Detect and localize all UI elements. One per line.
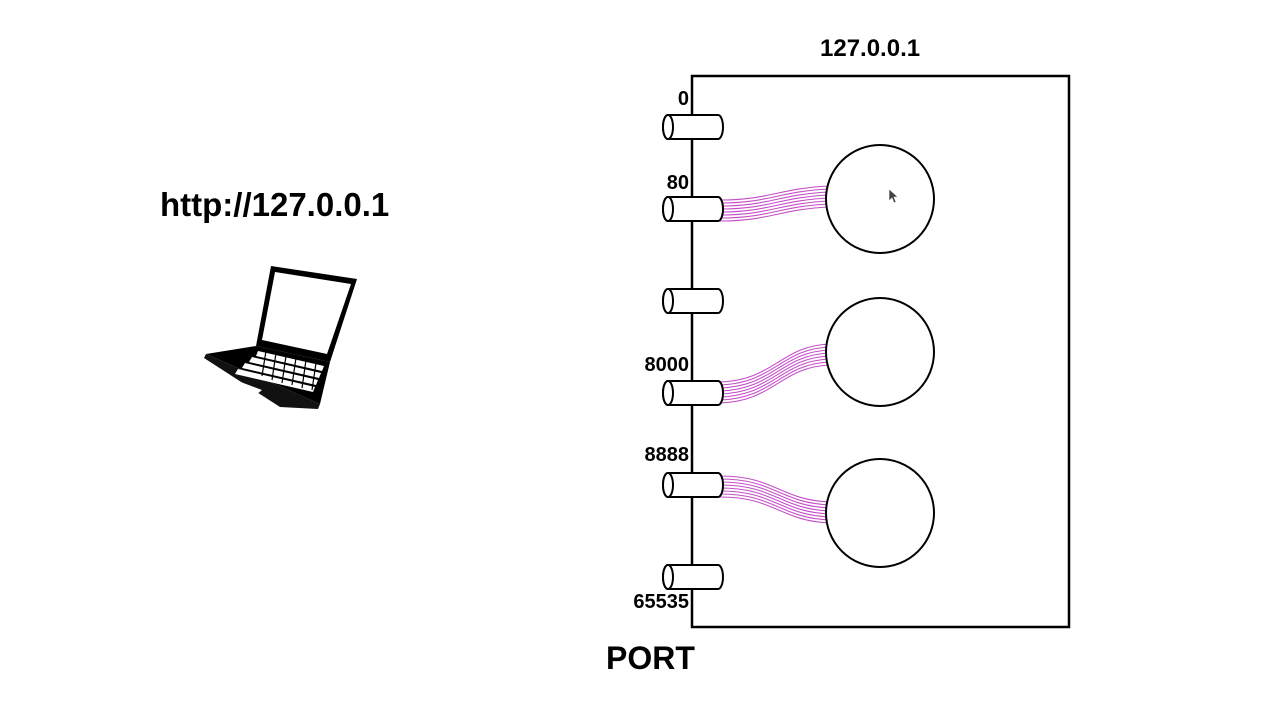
host-label: 127.0.0.1	[820, 35, 921, 62]
port-connector-80	[662, 196, 724, 222]
port-connector-65535	[662, 564, 724, 590]
port-axis-title: PORT	[606, 640, 695, 676]
wire-port-8888	[719, 475, 831, 524]
port-label-8888: 8888	[644, 444, 690, 466]
port-connector-8000	[662, 380, 724, 406]
port-label-65535: 65535	[633, 591, 689, 613]
host-box	[690, 74, 1071, 629]
cursor-icon	[888, 188, 899, 204]
port-label-80: 80	[666, 172, 689, 194]
port-connector-0	[662, 114, 724, 140]
port-label-8000: 8000	[644, 354, 690, 376]
wire-port-8000	[719, 343, 831, 404]
port-connector-8888	[662, 472, 724, 498]
service-circle	[825, 144, 935, 254]
url-text: http://127.0.0.1	[160, 186, 390, 223]
service-circle	[825, 458, 935, 568]
port-connectors	[662, 114, 724, 590]
laptop-icon	[200, 262, 362, 414]
service-circle	[825, 297, 935, 407]
port-connector	[662, 288, 724, 314]
port-label-0: 0	[677, 88, 689, 110]
wire-port-80	[719, 185, 831, 222]
